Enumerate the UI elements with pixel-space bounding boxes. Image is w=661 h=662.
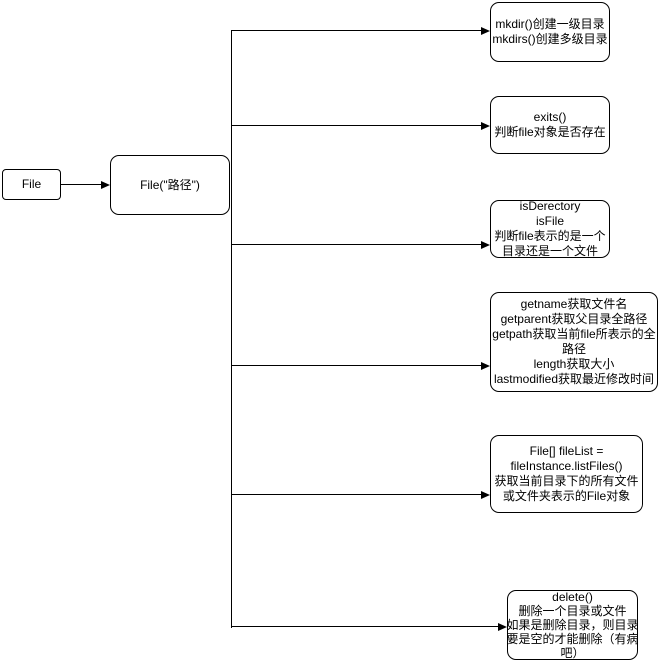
node-get-info[interactable]: getname获取文件名 getparent获取父目录全路径 getpath获取… xyxy=(490,292,658,392)
node-mkdir-label: mkdir()创建一级目录 mkdirs()创建多级目录 xyxy=(492,17,608,46)
node-mkdir[interactable]: mkdir()创建一级目录 mkdirs()创建多级目录 xyxy=(490,2,610,62)
node-get-info-label: getname获取文件名 getparent获取父目录全路径 getpath获取… xyxy=(492,297,656,386)
edge-file-to-constructor xyxy=(61,181,110,190)
node-is-directory-label: isDerectory isFile 判断file表示的是一个 目录还是一个文件 xyxy=(494,199,606,258)
node-exists[interactable]: exits() 判断file对象是否存在 xyxy=(490,96,610,154)
node-delete-label: delete() 删除一个目录或文件 如果是删除目录，则目录 要是空的才能删除（… xyxy=(506,590,639,660)
edge-to-list-files xyxy=(231,491,490,500)
edge-to-get-info xyxy=(231,362,490,371)
edge-to-exists xyxy=(231,122,490,131)
node-exists-label: exits() 判断file对象是否存在 xyxy=(494,110,606,139)
node-file[interactable]: File xyxy=(2,169,61,200)
node-delete[interactable]: delete() 删除一个目录或文件 如果是删除目录，则目录 要是空的才能删除（… xyxy=(506,590,639,660)
node-file-label: File xyxy=(21,177,42,191)
node-list-files[interactable]: File[] fileList = fileInstance.listFiles… xyxy=(490,435,643,513)
node-is-directory[interactable]: isDerectory isFile 判断file表示的是一个 目录还是一个文件 xyxy=(490,199,610,258)
node-list-files-label: File[] fileList = fileInstance.listFiles… xyxy=(494,444,639,503)
edge-to-is-directory xyxy=(231,241,490,250)
node-file-constructor-label: File("路径") xyxy=(140,177,200,192)
edge-to-delete xyxy=(231,623,507,632)
connector-trunk-line xyxy=(231,30,232,628)
edge-to-mkdir xyxy=(231,27,490,36)
node-file-constructor[interactable]: File("路径") xyxy=(110,155,230,215)
